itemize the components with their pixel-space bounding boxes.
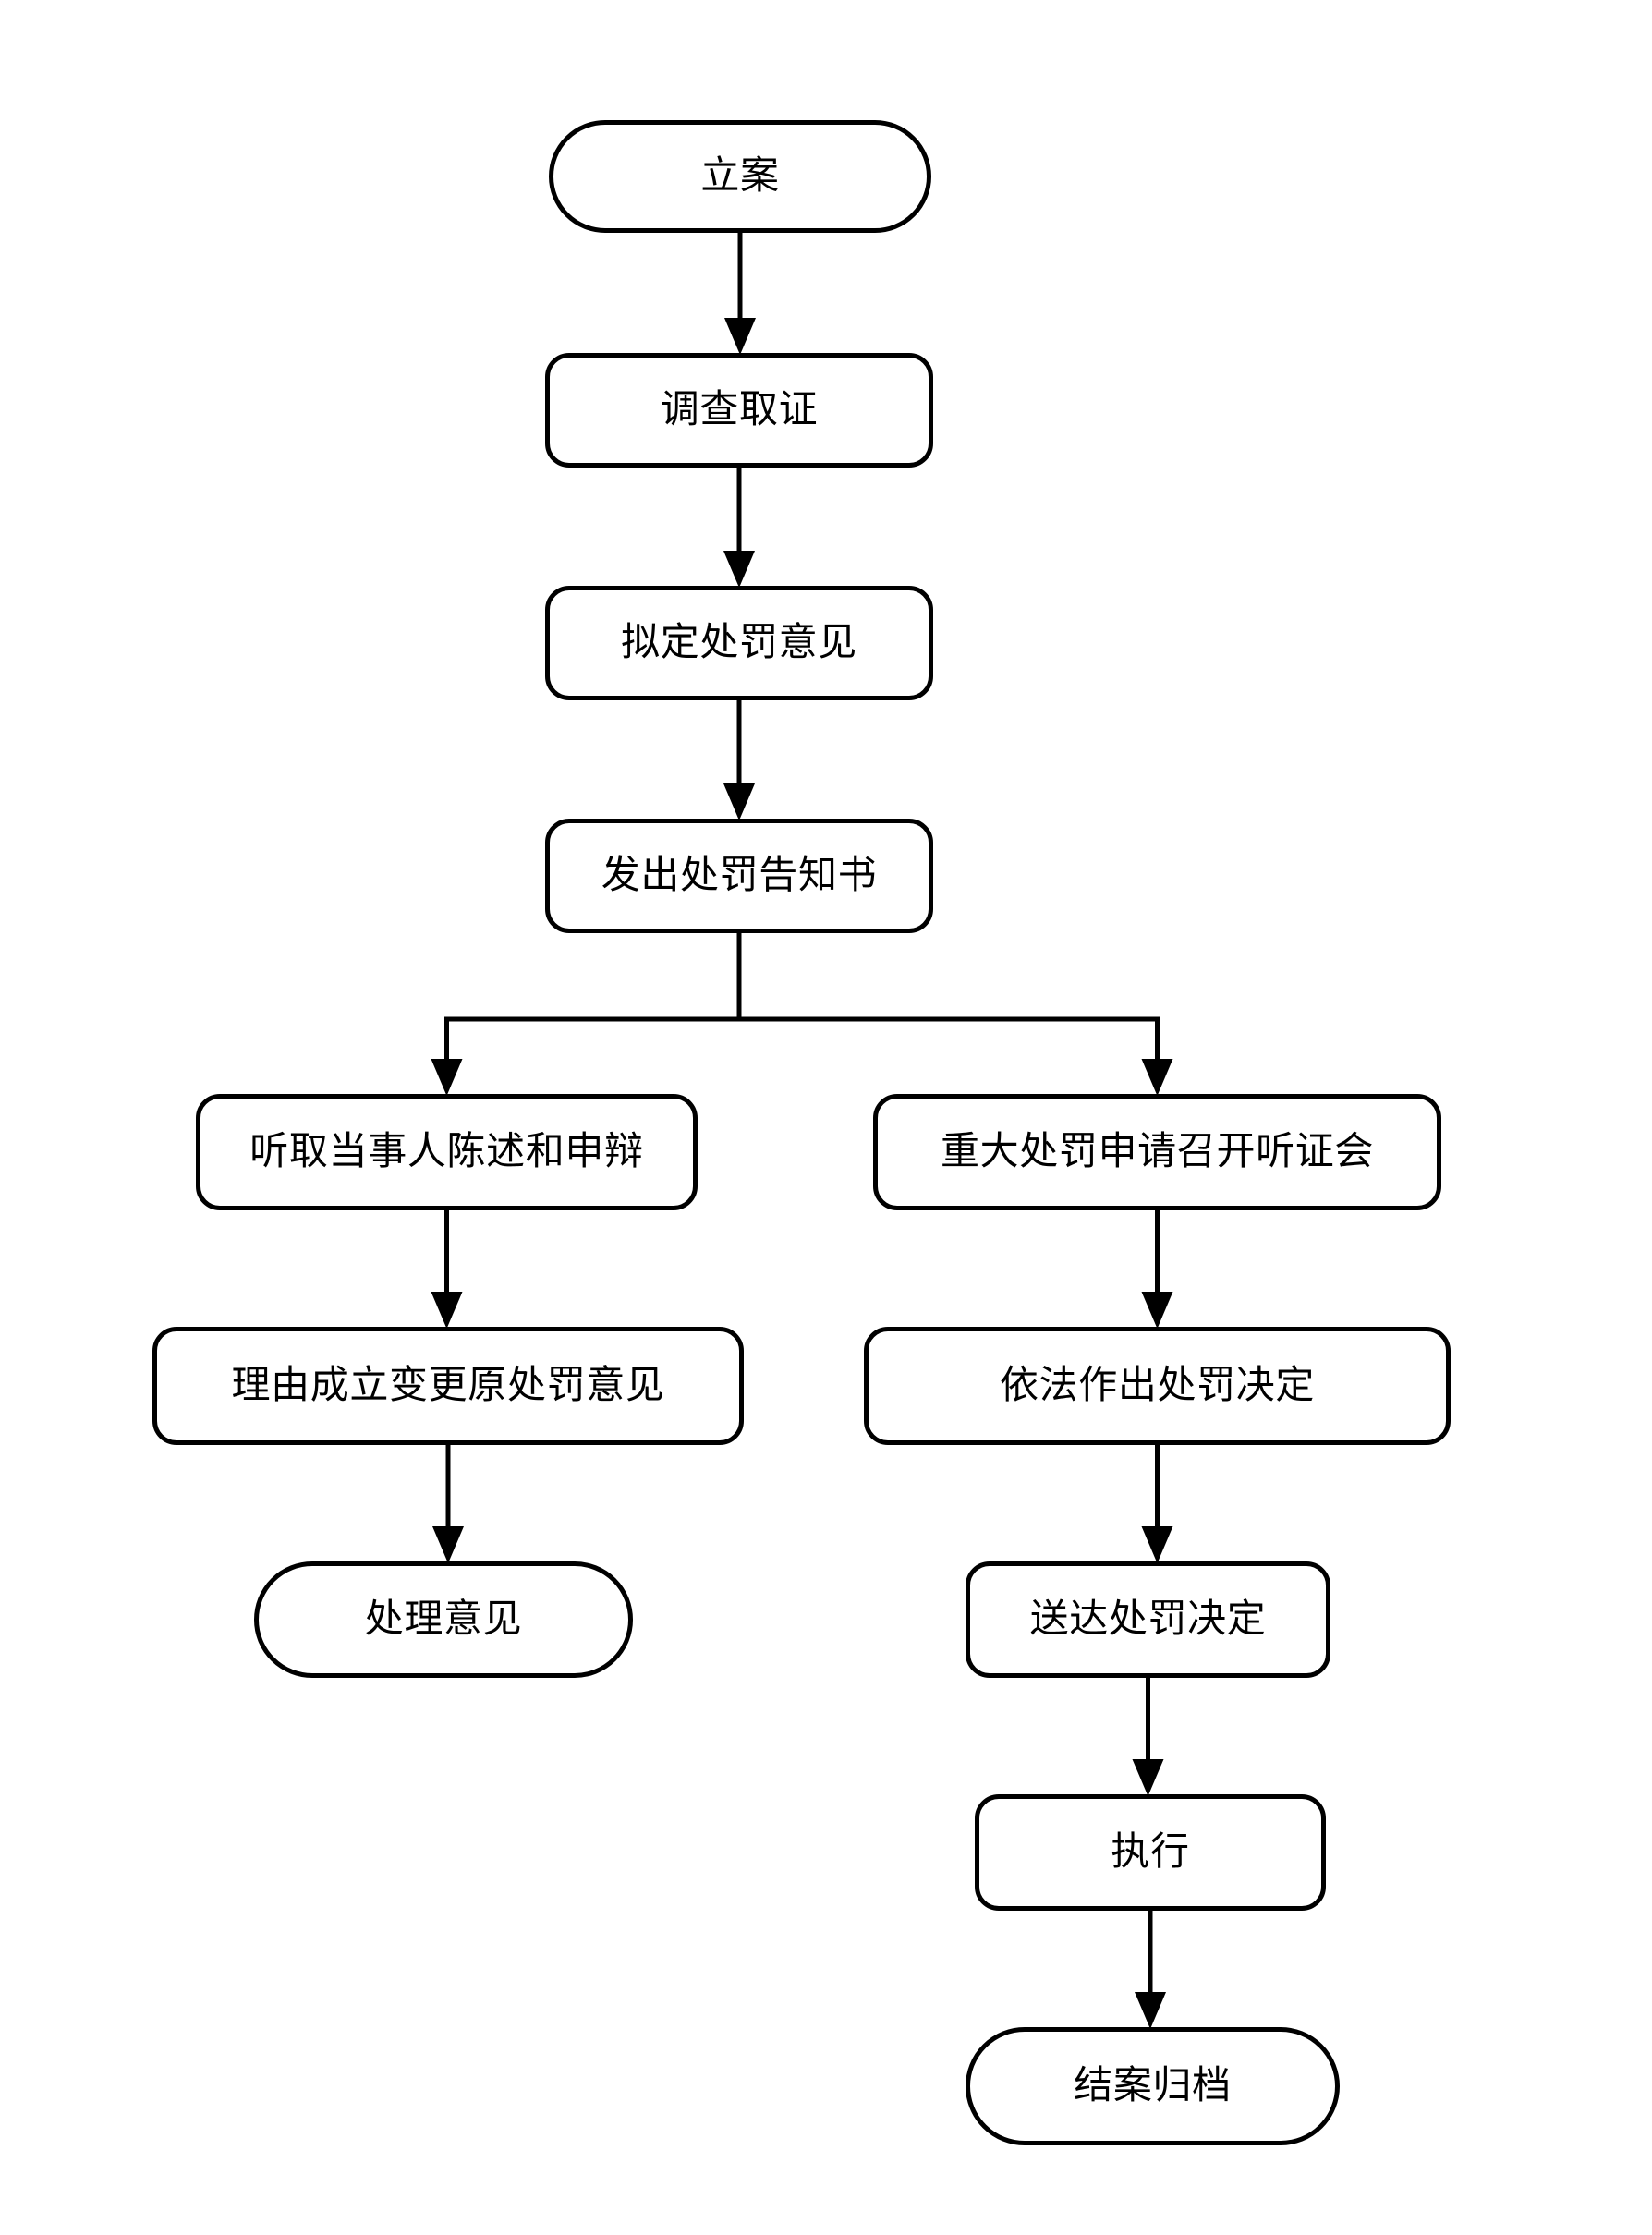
- flow-node-liyou[interactable]: 理由成立变更原处罚意见: [152, 1327, 744, 1445]
- arrowhead-tingqu: [431, 1059, 463, 1096]
- flow-node-songda[interactable]: 送达处罚决定: [966, 1561, 1330, 1678]
- connector-fachu-to-zhongda: [736, 933, 1160, 1059]
- flow-node-label: 依法作出处罚决定: [999, 1364, 1316, 1407]
- flow-node-label: 理由成立变更原处罚意见: [231, 1364, 665, 1407]
- arrowhead-fachu: [723, 783, 755, 820]
- flow-node-tingqu[interactable]: 听取当事人陈述和申辩: [196, 1094, 698, 1210]
- flow-node-jiean[interactable]: 结案归档: [966, 2027, 1340, 2145]
- arrowhead-songda: [1141, 1526, 1173, 1563]
- flow-node-label: 结案归档: [1074, 2064, 1232, 2107]
- arrowhead-niding: [723, 551, 755, 588]
- flow-node-diaocha[interactable]: 调查取证: [545, 353, 933, 468]
- flow-node-label: 发出处罚告知书: [601, 854, 878, 897]
- arrowhead-diaocha: [724, 318, 756, 355]
- arrowhead-zhongda: [1141, 1059, 1173, 1096]
- arrowhead-liyou: [431, 1292, 463, 1329]
- flow-node-label: 调查取证: [660, 388, 819, 431]
- arrowhead-chuliyijian: [432, 1526, 464, 1563]
- arrowhead-yifa: [1141, 1292, 1173, 1329]
- flow-node-chuliyijian[interactable]: 处理意见: [254, 1561, 633, 1678]
- flow-node-label: 拟定处罚意见: [621, 621, 857, 664]
- arrowhead-jiean: [1135, 1992, 1166, 2029]
- flow-node-fachu[interactable]: 发出处罚告知书: [545, 819, 933, 933]
- flow-node-label: 处理意见: [364, 1597, 523, 1641]
- flow-node-zhixing[interactable]: 执行: [975, 1794, 1326, 1911]
- arrowhead-zhixing: [1132, 1759, 1164, 1796]
- flow-node-label: 送达处罚决定: [1029, 1597, 1267, 1641]
- flow-node-liaan[interactable]: 立案: [549, 120, 931, 233]
- connector-fachu-to-tingqu: [444, 933, 742, 1059]
- flow-node-label: 执行: [1111, 1830, 1190, 1874]
- flow-node-zhongda[interactable]: 重大处罚申请召开听证会: [873, 1094, 1441, 1210]
- flow-node-label: 重大处罚申请召开听证会: [940, 1130, 1375, 1173]
- flow-node-label: 立案: [700, 154, 780, 198]
- flow-node-niding[interactable]: 拟定处罚意见: [545, 586, 933, 700]
- flow-node-label: 听取当事人陈述和申辩: [249, 1130, 644, 1173]
- flow-node-yifa[interactable]: 依法作出处罚决定: [864, 1327, 1451, 1445]
